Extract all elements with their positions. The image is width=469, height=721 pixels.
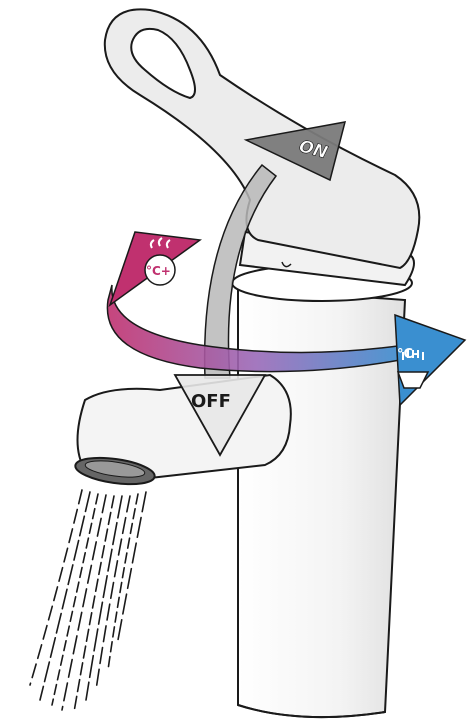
cold-label: °C- bbox=[397, 347, 419, 362]
water-stream bbox=[30, 490, 146, 712]
off-label: OFF bbox=[191, 391, 231, 412]
hot-label: °C+ bbox=[146, 264, 171, 278]
